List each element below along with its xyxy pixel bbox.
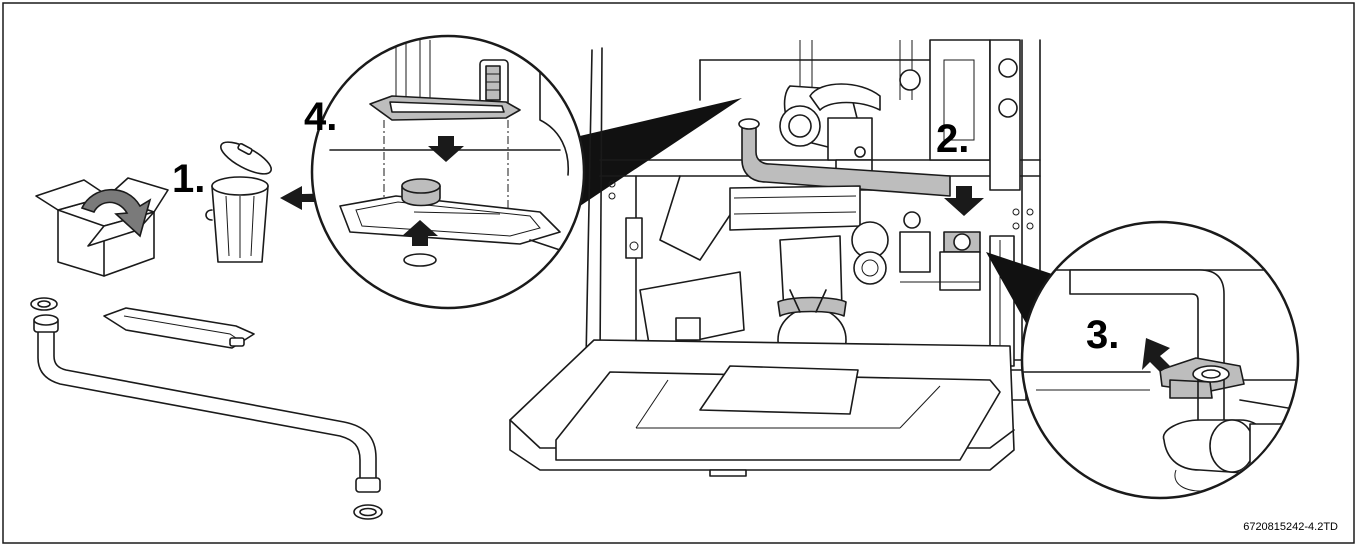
boiler-unit bbox=[509, 39, 1041, 477]
step-4-label: 4. bbox=[304, 95, 337, 139]
washer-bottom bbox=[353, 504, 383, 520]
box-illustration bbox=[35, 177, 169, 277]
step-2-arrow-icon bbox=[944, 186, 984, 216]
trash-can-icon bbox=[205, 141, 272, 263]
detail-circle-4: 4. bbox=[304, 34, 742, 310]
washer-top bbox=[30, 297, 58, 311]
pipe-part bbox=[33, 314, 381, 493]
down-arrow-icon bbox=[428, 136, 464, 162]
step-3-arrow-icon bbox=[1142, 338, 1170, 372]
step-3-label: 3. bbox=[1086, 313, 1119, 357]
up-arrow-icon bbox=[402, 220, 438, 246]
drip-tray-part bbox=[103, 307, 255, 349]
reference-code: 6720815242-4.2TD bbox=[1243, 521, 1338, 533]
step-2-label: 2. bbox=[936, 117, 969, 161]
detail-circle-3: 3. bbox=[986, 220, 1300, 500]
into-box-arrow-icon bbox=[80, 188, 152, 238]
step-1-label: 1. bbox=[172, 157, 205, 201]
